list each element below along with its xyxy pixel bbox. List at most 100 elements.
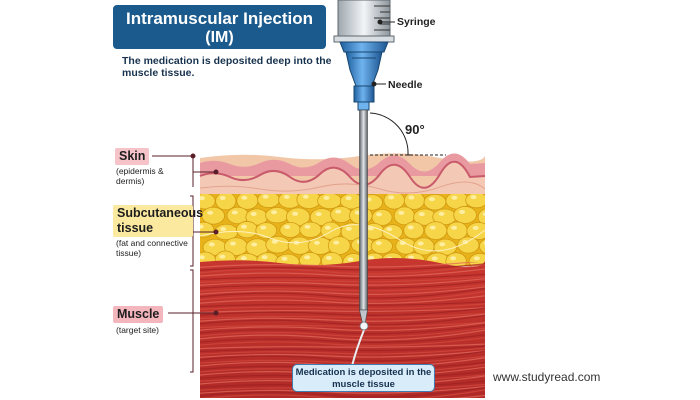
fat-cell [403, 221, 425, 240]
fat-cell [383, 194, 405, 210]
subtitle: The medication is deposited deep into th… [122, 55, 332, 79]
fat-cell [265, 207, 289, 224]
fat-cell-highlight [482, 212, 485, 217]
muscle-fiber [200, 324, 485, 335]
fat-cell-highlight [483, 241, 485, 245]
fat-cell-highlight [200, 255, 205, 260]
fat-cell [201, 206, 225, 225]
muscle-fiber [200, 327, 485, 338]
angle-indicator [369, 112, 446, 156]
fat-cell-highlight [314, 240, 321, 245]
skin-layer [199, 153, 486, 196]
fat-cell [265, 235, 291, 254]
muscle-fiber [200, 343, 485, 350]
muscle-fiber [200, 281, 485, 289]
fat-cell-highlight [284, 224, 291, 229]
fat-cell-highlight [229, 241, 236, 246]
muscle-fiber [200, 307, 485, 314]
fat-cell-highlight [462, 240, 469, 245]
muscle-fiber [200, 337, 485, 347]
muscle-fiber [200, 291, 485, 302]
muscle-fiber [200, 355, 485, 364]
fat-cell-highlight [200, 196, 205, 201]
fat-cell-highlight [399, 241, 406, 246]
fat-cell-highlight [219, 254, 226, 259]
fat-cell-highlight [459, 209, 466, 214]
fat-cell-highlight [431, 256, 438, 261]
fat-cell-highlight [335, 209, 342, 214]
fat-cell-highlight [375, 241, 382, 246]
fat-cell-highlight [262, 194, 269, 199]
muscle-fiber [200, 322, 485, 329]
fat-cell-highlight [271, 239, 278, 244]
muscle-fiber [200, 345, 485, 353]
muscle-fiber [200, 322, 485, 332]
fat-cell [453, 206, 477, 224]
muscle-fiber [200, 313, 485, 322]
fat-cell [466, 222, 485, 240]
fat-cell-highlight [231, 210, 238, 215]
muscle-fiber [200, 334, 485, 344]
fat-cell-highlight [240, 256, 247, 261]
muscle-fiber [200, 262, 480, 268]
title-line-1: Intramuscular Injection [125, 9, 314, 28]
muscle-fiber [200, 314, 485, 326]
fat-cell [236, 194, 259, 210]
fat-cell-highlight [470, 195, 477, 200]
fat-cell-highlight [386, 227, 393, 232]
muscle-fiber [200, 303, 485, 311]
fat-cell-highlight [398, 210, 405, 215]
fat-cell-highlight [333, 240, 340, 245]
fat-cell [327, 236, 351, 255]
fat-cell-highlight [260, 225, 267, 230]
fat-cell-highlight [315, 212, 322, 217]
title-line-2: (IM) [205, 29, 234, 46]
fat-cell-highlight [250, 212, 257, 217]
fat-cell [446, 221, 468, 241]
muscle-fiber [200, 329, 485, 341]
fat-cell-highlight [428, 197, 435, 202]
fat-cell [412, 237, 435, 256]
fat-cell-highlight [304, 255, 311, 260]
fat-cell [317, 194, 342, 210]
fat-cell-highlight [472, 225, 479, 230]
skin-label: Skin [115, 148, 150, 165]
fat-cell-highlight [207, 210, 214, 215]
fat-cell [330, 206, 353, 224]
muscle-layer [200, 257, 485, 398]
muscle-fiber [200, 284, 485, 292]
muscle-fiber [200, 301, 485, 308]
muscle-fiber [200, 350, 485, 362]
syringe-label: Syringe [397, 16, 436, 28]
muscle-fiber [200, 386, 485, 398]
fat-cell [371, 208, 393, 226]
fat-cell [424, 221, 448, 240]
fat-cell [321, 252, 343, 266]
fat-cell-highlight [347, 257, 354, 262]
muscle-fiber [200, 263, 485, 271]
fat-cell [299, 221, 322, 238]
needle [351, 109, 369, 367]
fat-cell-highlight [388, 195, 395, 200]
fat-cell [423, 194, 447, 211]
fat-cell-highlight [283, 194, 290, 199]
muscle-fiber [200, 273, 485, 281]
connective-strand [200, 224, 485, 252]
fat-cell-highlight [271, 210, 278, 215]
fat-cell-highlight [451, 225, 458, 230]
fat-cell-highlight [429, 225, 436, 230]
fat-cell-highlight [417, 241, 424, 246]
fat-cell-highlight [450, 256, 457, 261]
fat-cell-highlight [261, 255, 268, 260]
fat-cell-highlight [240, 224, 247, 229]
fat-cell-highlight [325, 255, 332, 260]
fat-cell [370, 238, 393, 255]
fat-cell-highlight [376, 212, 383, 217]
fat-cell-highlight [241, 195, 248, 200]
subcutaneous-label: Subcutaneous tissue [113, 205, 203, 237]
callout-pointers [371, 19, 395, 87]
fat-cell [403, 194, 425, 210]
fat-cell-highlight [281, 256, 288, 261]
